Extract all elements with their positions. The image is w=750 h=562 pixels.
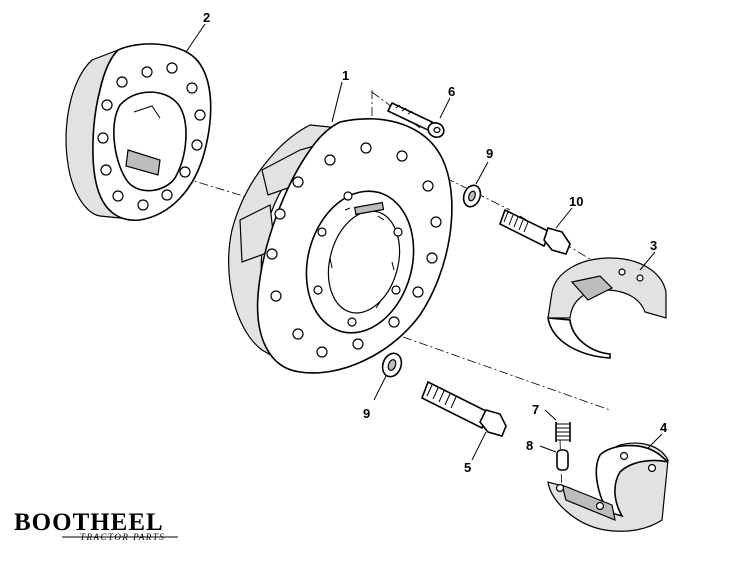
- callout-8: 8: [526, 438, 533, 453]
- part-5-long-bolt: [420, 380, 507, 461]
- callout-1: 1: [342, 68, 349, 83]
- callout-6: 6: [448, 84, 455, 99]
- callout-5: 5: [464, 460, 471, 475]
- part-10-bolt: [499, 207, 573, 255]
- callout-9-upper: 9: [486, 146, 493, 161]
- callout-4: 4: [660, 420, 668, 435]
- bootheel-logo: BOOTHEEL TRACTOR PARTS: [14, 509, 178, 542]
- callout-labels: 1 2 3 4 5 6 7 8 9 9 10: [203, 10, 668, 475]
- part-9-washer-lower: [373, 352, 403, 401]
- part-1-main-wheel-weight: [228, 81, 453, 374]
- callout-9-lower: 9: [363, 406, 370, 421]
- logo-tagline: TRACTOR PARTS: [80, 532, 165, 542]
- callout-10: 10: [569, 194, 583, 209]
- part-6-long-bolt: [386, 97, 451, 138]
- part-7-spring: [544, 409, 571, 442]
- part-8-pin: [539, 445, 569, 471]
- part-9-washer-upper: [462, 161, 489, 208]
- logo-wordmark: BOOTHEEL: [14, 509, 164, 536]
- part-4-lower-segment-weight: [547, 433, 669, 532]
- part-2-outer-ring-weight: [65, 23, 212, 221]
- callout-3: 3: [650, 238, 657, 253]
- callout-2: 2: [203, 10, 210, 25]
- callout-7: 7: [532, 402, 539, 417]
- part-3-upper-segment-weight: [547, 251, 667, 359]
